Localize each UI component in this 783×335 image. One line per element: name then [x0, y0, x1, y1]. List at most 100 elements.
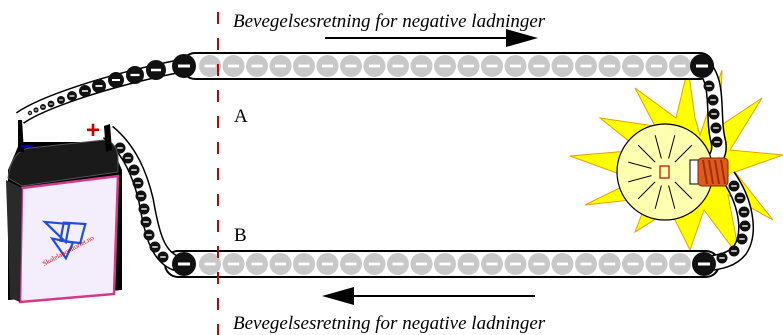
- charge-top: [457, 55, 480, 77]
- battery-logo: [41, 220, 87, 261]
- bulb-ray: [637, 181, 656, 200]
- charge-lead-negative: [146, 60, 166, 80]
- charge-top: [340, 55, 362, 77]
- charge-lead-positive: [149, 241, 161, 253]
- charge-top: [269, 55, 292, 77]
- battery-top: [7, 139, 119, 187]
- charge-bottom: [222, 253, 245, 275]
- charge-top: [645, 55, 668, 77]
- charge-bottom: [457, 253, 480, 275]
- charge-bulb-lead: [736, 233, 748, 245]
- charge-bottom: [504, 253, 527, 275]
- negative-sign: –: [20, 132, 33, 159]
- battery-face: [18, 174, 120, 304]
- charge-lead-positive: [140, 216, 152, 228]
- charge-lead-positive: [138, 203, 150, 215]
- charge-bulb-lead: [716, 252, 728, 264]
- charge-top: [387, 55, 409, 77]
- charge-lead-negative: [126, 66, 144, 84]
- battery-side: [6, 180, 22, 302]
- charge-bulb-lead: [728, 245, 740, 257]
- charge-bottom: [669, 253, 691, 275]
- bulb-ray: [668, 135, 676, 159]
- charge-bottom: [293, 253, 315, 275]
- negative-terminal: [18, 120, 24, 152]
- charge-bulb-lead: [734, 192, 746, 204]
- charge-bottom: [434, 253, 456, 275]
- charge-bulb-lead: [728, 180, 740, 192]
- charge-bottom: [528, 253, 550, 275]
- bulb-ray: [654, 185, 662, 209]
- charge-bulb-lead: [710, 122, 722, 134]
- charge-bottom: [598, 253, 621, 275]
- charge-top: [669, 55, 691, 77]
- charge-bottom: [246, 253, 268, 275]
- charge-bottom: [481, 253, 503, 275]
- charge-bulb-lead: [708, 108, 720, 120]
- bulb-ray: [674, 144, 693, 163]
- charge-bottom: [340, 253, 362, 275]
- caption-bottom: Bevegelsesretning for negative ladninger: [233, 313, 546, 334]
- bulb-ray: [674, 181, 693, 200]
- charge-lead-negative: [57, 96, 65, 104]
- charge-lead-negative: [67, 91, 77, 101]
- charge-top: [293, 55, 315, 77]
- charge-bottom: [575, 253, 597, 275]
- charge-bulb-lead: [707, 94, 719, 106]
- charge-bottom-end: [172, 252, 196, 276]
- charge-lead-positive: [135, 190, 147, 202]
- light-bulb-icon: [616, 123, 729, 221]
- arrow-left-icon: [322, 287, 535, 305]
- bulb-filament: [659, 165, 670, 179]
- charge-bottom: [269, 253, 292, 275]
- charge-top-end: [172, 54, 196, 78]
- charge-top: [481, 55, 503, 77]
- bulb-socket: [697, 157, 729, 187]
- charge-bottom: [199, 253, 221, 275]
- charge-top: [222, 55, 245, 77]
- positive-terminal: [104, 124, 112, 152]
- charge-top: [598, 55, 621, 77]
- charge-top: [363, 55, 386, 77]
- charge-top: [246, 55, 268, 77]
- charge-bottom-end: [692, 252, 716, 276]
- positive-sign: +: [86, 117, 100, 144]
- charge-bottom: [387, 253, 409, 275]
- charge-top: [199, 55, 221, 77]
- charges: [27, 54, 751, 276]
- bulb-ray: [668, 185, 676, 209]
- charge-lead-positive: [157, 251, 169, 263]
- arrow-right-icon: [325, 29, 538, 47]
- charge-bottom: [622, 253, 644, 275]
- point-label-a: A: [234, 106, 248, 127]
- bulb-rays: [628, 135, 693, 209]
- charge-top: [575, 55, 597, 77]
- charge-bulb-lead: [703, 80, 715, 92]
- charge-bottom: [316, 253, 339, 275]
- charge-bottom: [551, 253, 574, 275]
- bulb-ray: [654, 135, 662, 159]
- charge-top: [504, 55, 527, 77]
- charge-lead-negative: [27, 110, 33, 116]
- charge-top: [410, 55, 433, 77]
- charge-bottom: [363, 253, 386, 275]
- point-label-b: B: [234, 225, 247, 246]
- charge-top-end: [690, 54, 714, 78]
- charge-top: [434, 55, 456, 77]
- bulb-ray: [628, 175, 652, 183]
- charge-lead-negative: [108, 72, 124, 88]
- charge-bottom: [645, 253, 668, 275]
- charge-bulb-lead: [738, 206, 750, 218]
- charge-top: [316, 55, 339, 77]
- battery-icon: Skolelaboratoriet.no: [6, 120, 122, 304]
- charge-lead-negative: [79, 85, 91, 97]
- bulb-ray: [628, 161, 652, 169]
- charge-lead-positive: [132, 177, 144, 189]
- caption-top: Bevegelsesretning for negative ladninger: [233, 11, 546, 32]
- charge-bulb-lead: [739, 220, 751, 232]
- charge-lead-negative: [47, 100, 55, 108]
- charge-lead-negative: [40, 104, 46, 110]
- charge-lead-negative: [33, 107, 39, 113]
- charge-lead-positive: [128, 164, 140, 176]
